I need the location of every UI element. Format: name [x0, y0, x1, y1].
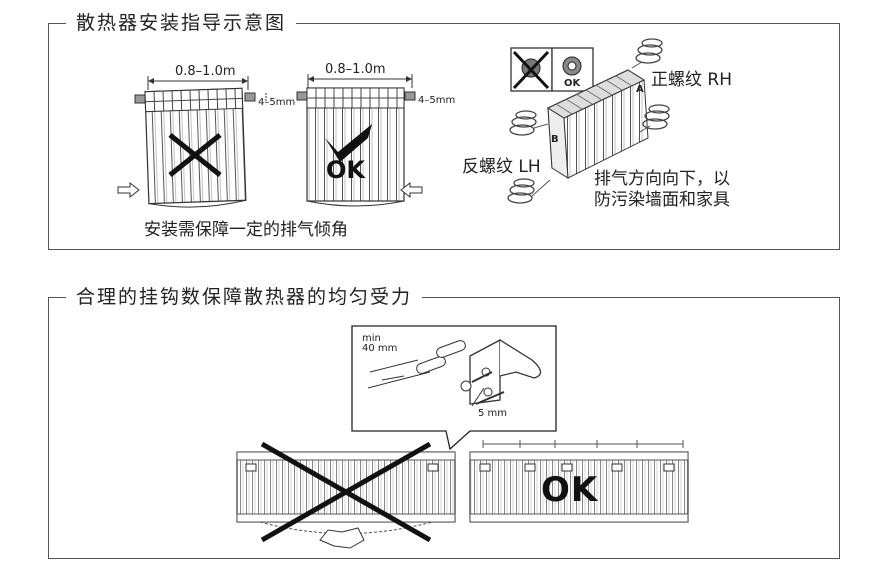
side-a-label: A [636, 84, 644, 95]
hook-count-panel [48, 297, 840, 559]
callout-min-value: 40 mm [362, 343, 398, 354]
installation-guide-title: 散热器安装指导示意图 [66, 11, 297, 35]
right-thread-icon [562, 56, 582, 76]
callout-min-label: min [362, 333, 381, 344]
hook-callout [351, 325, 557, 451]
thread-box-ok-label: OK [564, 78, 581, 89]
left-radiator-gap-label: 4–5mm [258, 97, 296, 108]
isometric-radiator [546, 69, 649, 179]
installation-guide-panel [48, 23, 840, 250]
vent-direction-note-line2: 防污染墙面和家具 [594, 190, 730, 210]
thread-plugs [507, 38, 670, 204]
left-radiator-width-label: 0.8–1.0m [175, 64, 236, 79]
radiator-correct-ok-label: OK [541, 470, 599, 510]
callout-bolt-size: 5 mm [478, 408, 508, 419]
right-radiator-gap-label: 4–5mm [418, 95, 456, 106]
vent-direction-note-line1: 排气方向向下，以 [594, 169, 730, 189]
hook-count-title: 合理的挂钩数保障散热器的均匀受力 [66, 285, 423, 309]
wrong-thread-icon [512, 50, 550, 90]
left-thread-label: 反螺纹 LH [462, 157, 541, 177]
right-thread-label: 正螺纹 RH [651, 70, 732, 90]
left-radiator-wrong [144, 87, 247, 208]
side-b-label: B [551, 134, 559, 145]
radiator-correct [469, 440, 689, 523]
right-radiator-width-label: 0.8–1.0m [325, 62, 386, 77]
exhaust-angle-caption: 安装需保障一定的排气倾角 [144, 220, 348, 240]
right-radiator-ok-label: OK [326, 156, 365, 184]
